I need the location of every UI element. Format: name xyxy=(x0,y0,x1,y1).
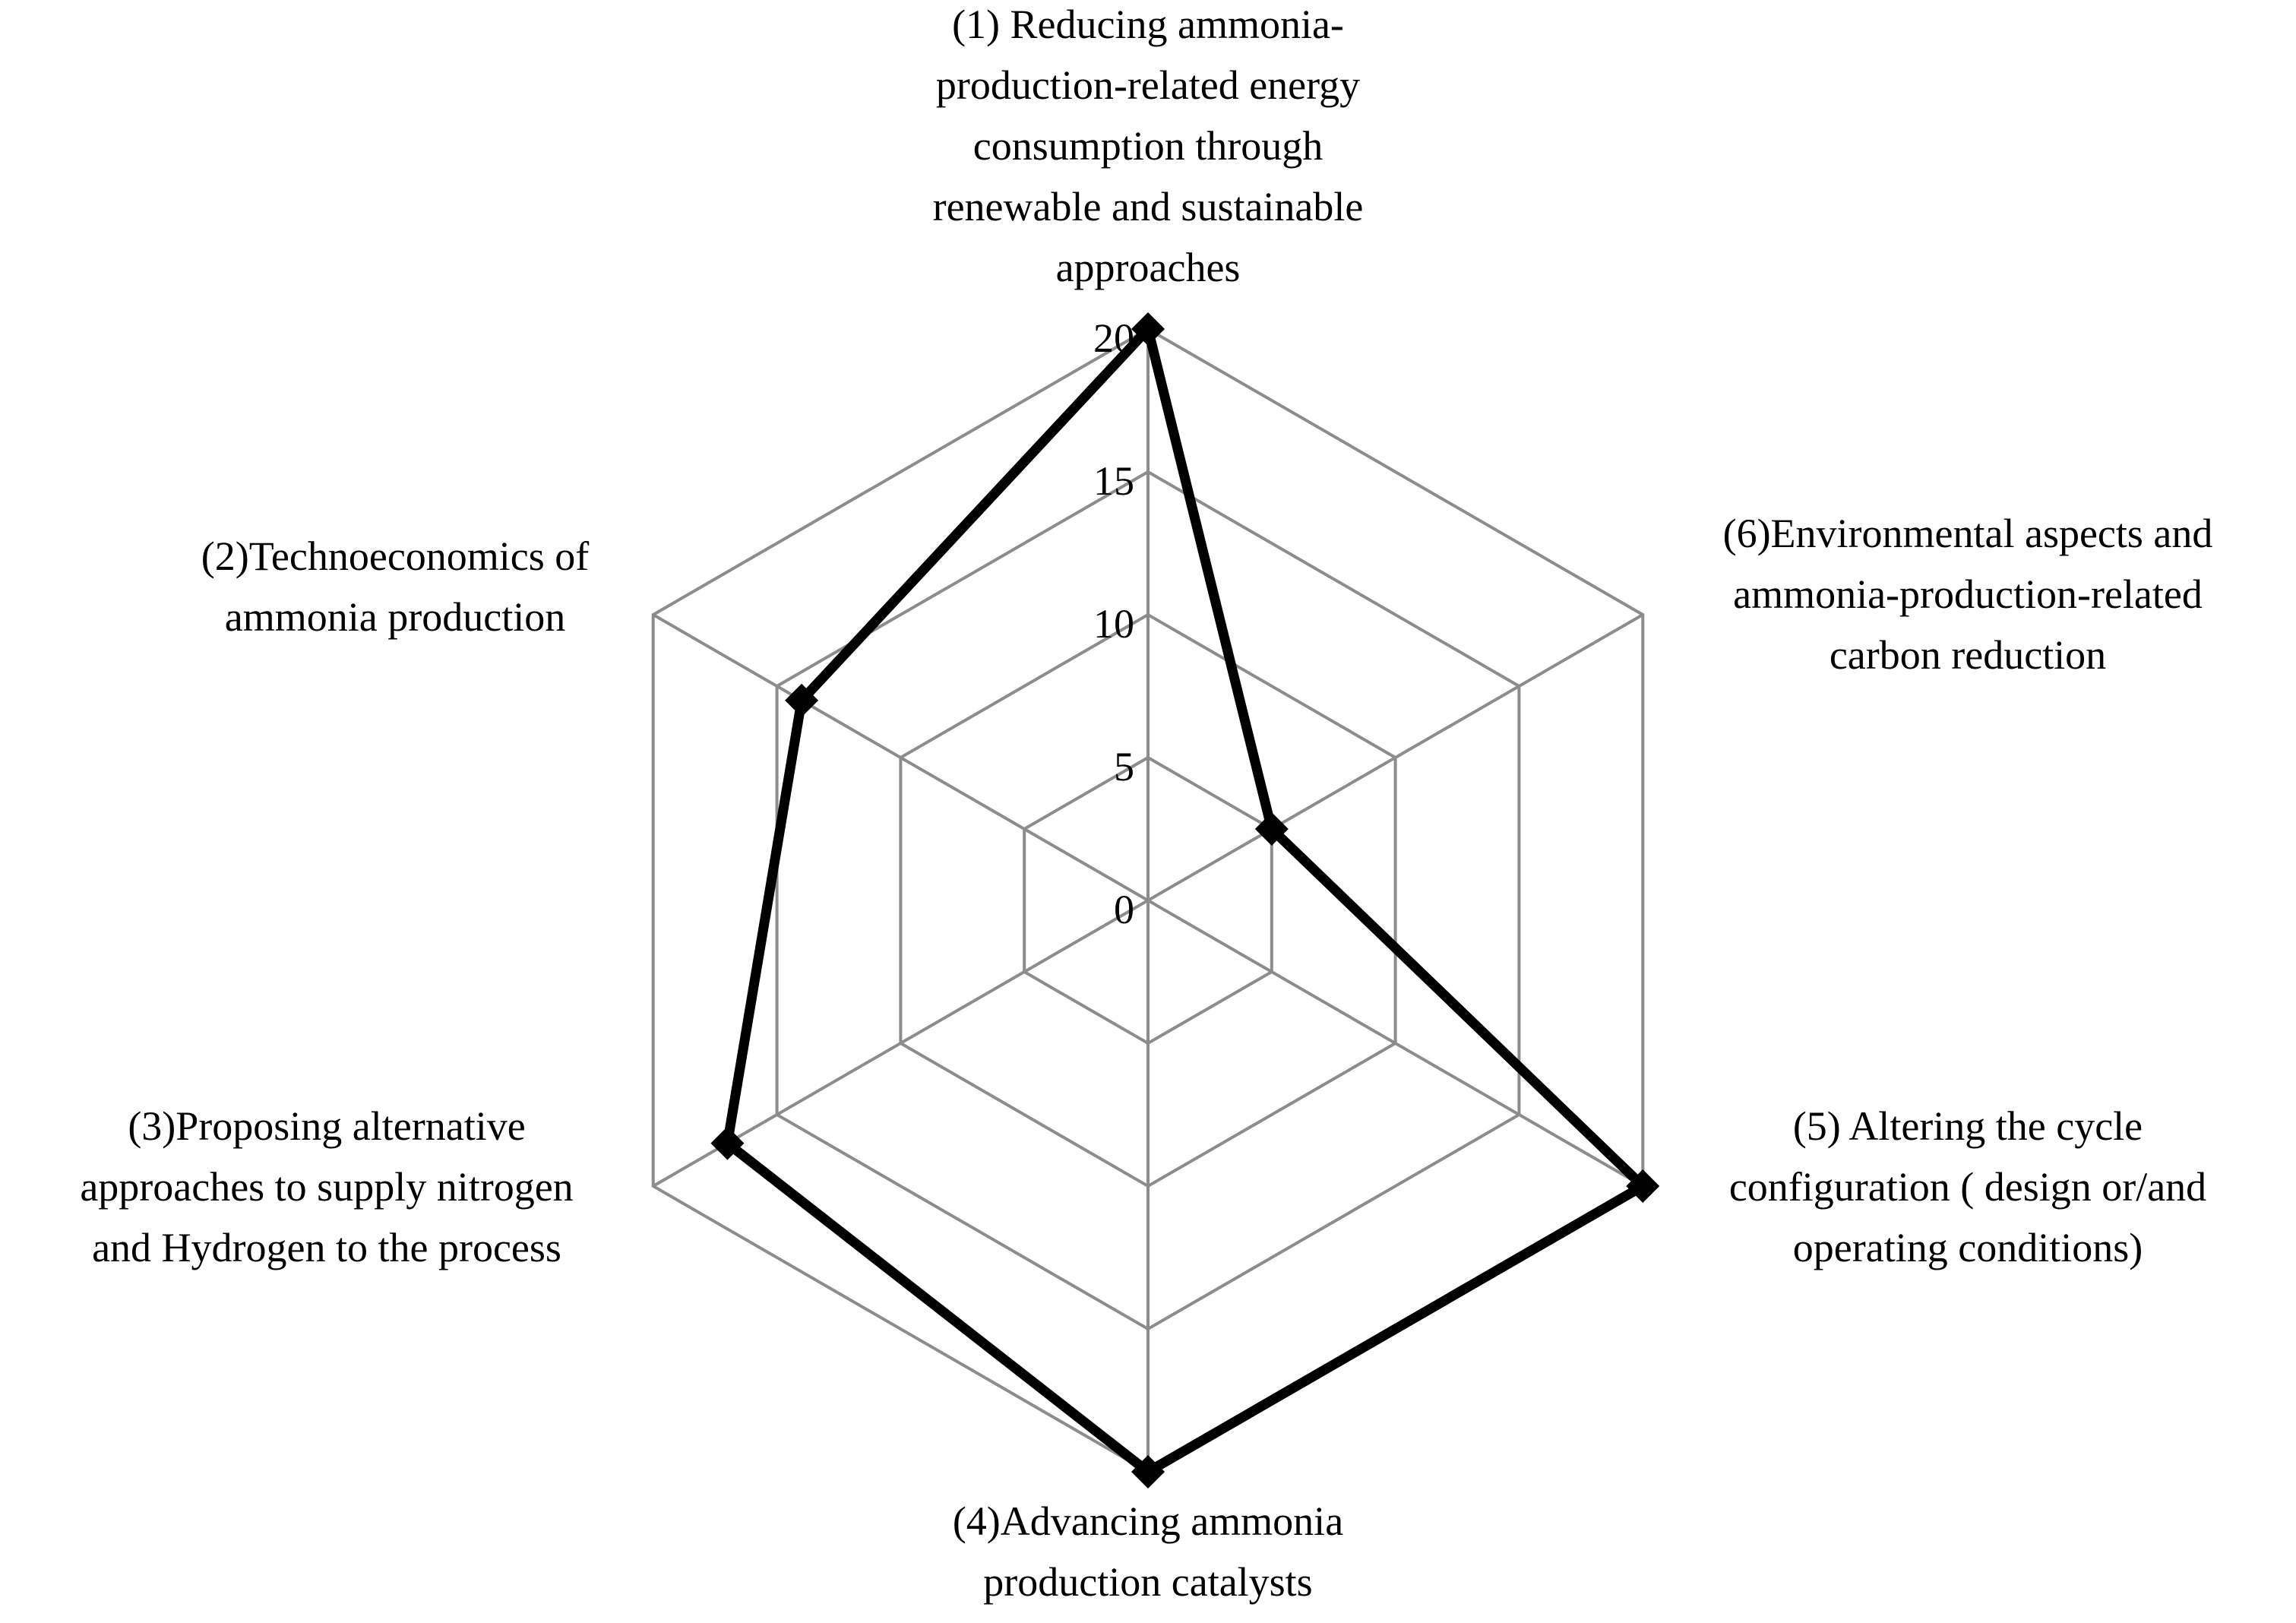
data-point-4 xyxy=(1131,1455,1165,1489)
category-label-4: (4)Advancing ammonia production catalysts xyxy=(953,1498,1343,1605)
category-label-line: carbon reduction xyxy=(1830,632,2106,678)
category-label-line: approaches xyxy=(1056,245,1241,290)
category-label-line: renewable and sustainable xyxy=(933,184,1364,229)
tick-label: 15 xyxy=(1093,458,1134,504)
category-label-3: (3)Proposing alternative approaches to su… xyxy=(80,1103,573,1270)
category-label-line: (2)Technoeconomics of xyxy=(201,533,590,579)
category-label-line: consumption through xyxy=(973,123,1323,169)
grid-spoke-5 xyxy=(1147,899,1644,1188)
category-label-6: (6)Environmental aspects and ammonia-prod… xyxy=(1723,511,2213,678)
series-line xyxy=(722,318,1652,1478)
category-label-line: approaches to supply nitrogen xyxy=(80,1164,573,1210)
category-label-line: configuration ( design or/and xyxy=(1729,1164,2206,1210)
category-label-2: (2)Technoeconomics of ammonia production xyxy=(201,533,590,640)
category-label-line: and Hydrogen to the process xyxy=(92,1225,561,1270)
category-label-1: (1) Reducing ammonia-production-related … xyxy=(933,2,1364,290)
category-label-line: ammonia-production-related xyxy=(1733,571,2203,617)
data-point-5 xyxy=(1626,1169,1660,1203)
category-label-line: production-related energy xyxy=(936,62,1360,108)
category-label-line: ammonia production xyxy=(225,594,565,640)
tick-label: 0 xyxy=(1114,887,1134,932)
grid-spoke-6 xyxy=(1147,613,1644,902)
category-label-line: (3)Proposing alternative xyxy=(128,1103,525,1149)
category-label-line: operating conditions) xyxy=(1793,1225,2143,1270)
category-label-line: (4)Advancing ammonia xyxy=(953,1498,1343,1544)
data-series xyxy=(710,312,1660,1489)
category-label-line: (5) Altering the cycle xyxy=(1793,1103,2143,1149)
category-label-line: production catalysts xyxy=(983,1559,1312,1605)
category-label-line: (1) Reducing ammonia- xyxy=(952,2,1344,47)
data-point-1 xyxy=(1131,312,1165,346)
grid-spoke-2 xyxy=(652,613,1149,902)
category-label-5: (5) Altering the cycle configuration ( de… xyxy=(1729,1103,2206,1270)
data-point-6 xyxy=(1254,812,1289,846)
data-point-2 xyxy=(785,683,819,717)
category-labels: (1) Reducing ammonia-production-related … xyxy=(80,2,2212,1605)
tick-label: 10 xyxy=(1093,601,1134,647)
tick-label: 5 xyxy=(1114,744,1134,789)
radar-grid xyxy=(651,327,1645,1474)
category-label-line: (6)Environmental aspects and xyxy=(1723,511,2213,556)
data-point-3 xyxy=(710,1126,745,1160)
